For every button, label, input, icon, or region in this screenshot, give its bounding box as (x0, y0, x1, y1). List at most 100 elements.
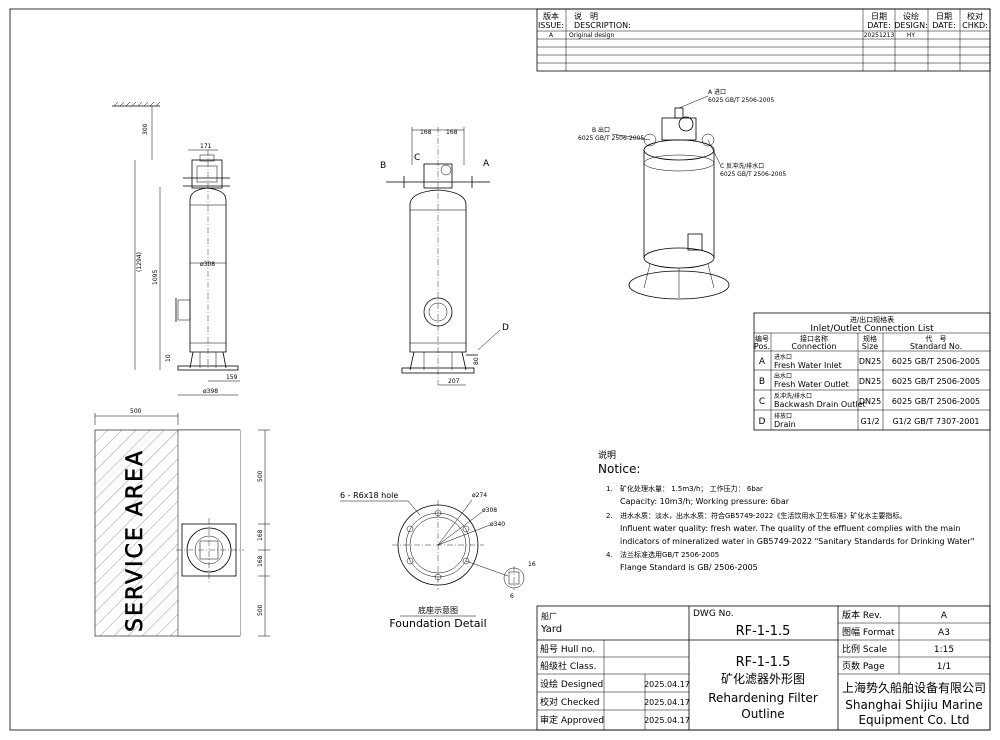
foundation-dim-16: 16 (528, 561, 536, 568)
rev-header-date-cn: 日期 (871, 12, 887, 21)
conn-h-conn-en: Connection (791, 342, 836, 351)
notice-2-en-0: Influent water quality: fresh water. The… (620, 524, 960, 533)
notice-4-num: 4. (606, 551, 613, 559)
side-dim-171: 171 (200, 143, 212, 150)
foundation-hole-label: 6 - R6x18 hole (340, 491, 398, 500)
conn-h-size-cn: 规格 (863, 334, 877, 343)
foundation-title-cn: 底座示意图 (418, 605, 458, 615)
front-label-a: A (483, 159, 490, 169)
front-label-d: D (502, 323, 509, 333)
notice-1-cn: 矿化处理水量： 1.5m3/h； 工作压力： 6bar (620, 484, 763, 493)
tb-page-label: 页数 Page (842, 660, 885, 672)
side-view: 300 (1294) 1095 10 171 ø308 159 ø398 (112, 101, 240, 396)
notice-1-en-0: Capacity: 10m3/h; Working pressure: 6bar (620, 497, 790, 506)
tb-drawing-title-cn: 矿化滤器外形图 (721, 672, 805, 686)
tb-scale-label: 比例 Scale (842, 643, 888, 655)
foundation-dim-6: 6 (510, 593, 514, 600)
conn-row-b-size: DN25 (859, 377, 881, 386)
rev-row-description: Original design (569, 32, 614, 39)
iso-callout-a: A 进口 (708, 88, 726, 96)
tb-checked-label: 校对 Checked (540, 696, 599, 708)
foundation-dim-340: ø340 (490, 521, 505, 528)
side-dim-base: ø398 (203, 388, 218, 395)
front-view: 168 168 B C A D 80 207 (380, 127, 509, 386)
conn-row-c-en: Backwash Drain Outlet (774, 400, 866, 409)
conn-row-c-pos: C (759, 397, 765, 407)
rev-row-date: 20251213 (864, 32, 895, 39)
conn-row-b-std: 6025 GB/T 2506-2005 (892, 377, 980, 386)
plan-dim-168-b: 168 (257, 555, 264, 567)
revision-table: 版本 ISSUE: 说 明 DESCRIPTION: 日期 DATE: 设绘 D… (536, 8, 991, 72)
notice-2-num: 2. (606, 512, 613, 520)
tb-page: 1/1 (937, 662, 951, 672)
side-dim-159: 159 (226, 374, 238, 381)
plan-dim-500-bottom: 500 (257, 604, 264, 616)
title-block: 船厂 Yard 船号 Hull no. 船级社 Class. 设绘 Design… (536, 605, 991, 731)
rev-header-desc-cn: 说 明 (574, 11, 598, 21)
connection-list: 进/出口规格表 Inlet/Outlet Connection List 编号 … (753, 312, 991, 431)
conn-h-pos-en: Pos. (754, 342, 770, 351)
notice-title-cn: 说明 (598, 449, 616, 461)
tb-drawing-no: RF-1-1.5 (736, 655, 791, 670)
tb-approved-label: 审定 Approved (540, 714, 604, 726)
tb-approved-date: 2025.04.17 (644, 716, 690, 725)
tb-company-en-2: Equipment Co. Ltd (858, 713, 969, 727)
iso-callout-a-std: 6025 GB/T 2506-2005 (708, 97, 774, 104)
notice: 说明 Notice: 1. 矿化处理水量： 1.5m3/h； 工作压力： 6ba… (598, 449, 974, 572)
front-dim-168-right: 168 (446, 129, 458, 136)
rev-header-design-cn: 设绘 (903, 11, 919, 21)
tb-dwg-no-label: DWG No. (693, 609, 734, 619)
front-dim-168-left: 168 (420, 129, 432, 136)
tb-format: A3 (938, 628, 950, 638)
tb-company-en-1: Shanghai Shijiu Marine (845, 698, 983, 712)
side-dim-300: 300 (142, 123, 149, 135)
tb-company-cn: 上海势久船舶设备有限公司 (842, 680, 986, 695)
front-dim-207: 207 (448, 378, 460, 385)
tb-class-label: 船级社 Class. (540, 660, 596, 672)
conn-row-a-cn: 进水口 (774, 353, 792, 361)
tb-format-label: 图幅 Format (842, 626, 895, 638)
tb-hull-label: 船号 Hull no. (540, 643, 595, 655)
side-dim-overall: (1294) (136, 252, 143, 272)
rev-row-design: HY (907, 32, 916, 39)
tb-designed-label: 设绘 Designed (540, 678, 603, 690)
rev-header-design-en: DESIGN: (894, 21, 928, 30)
conn-row-c-cn: 反冲洗/排水口 (774, 392, 812, 400)
tb-drawing-title-en-2: Outline (741, 707, 784, 721)
conn-h-size-en: Size (862, 342, 879, 351)
front-label-c: C (414, 153, 420, 163)
foundation-detail: 6 - R6x18 hole ø274 ø308 ø340 16 6 底座示意图… (340, 491, 536, 630)
conn-row-b-cn: 出水口 (774, 372, 792, 380)
conn-row-a-en: Fresh Water Inlet (774, 361, 842, 370)
tb-designed-date: 2025.04.17 (644, 680, 690, 689)
tb-scale: 1:15 (934, 645, 954, 655)
rev-row-issue: A (549, 32, 554, 39)
plan-view: 500 SERVICE AREA 500 168 168 500 (94, 408, 270, 637)
conn-row-c-size: DN25 (859, 397, 881, 406)
foundation-dim-274: ø274 (472, 492, 487, 499)
conn-row-a-pos: A (759, 357, 766, 367)
notice-4-en-0: Flange Standard is GB/ 2506-2005 (620, 563, 758, 572)
notice-2-cn: 进水水质：淡水，出水水质：符合GB5749-2022《生活饮用水卫生标准》矿化水… (620, 511, 906, 520)
rev-header-issue-en: ISSUE: (538, 21, 564, 30)
conn-row-d-en: Drain (774, 420, 796, 429)
conn-row-d-std: G1/2 GB/T 7307-2001 (892, 417, 979, 426)
tb-rev-label: 版本 Rev. (842, 609, 882, 621)
conn-title-en: Inlet/Outlet Connection List (810, 324, 934, 334)
rev-header-chkd-en: CHKD: (962, 21, 988, 30)
rev-header-desc-en: DESCRIPTION: (574, 21, 631, 30)
rev-header-date2-en: DATE: (932, 21, 956, 30)
conn-row-a-size: DN25 (859, 357, 881, 366)
side-dim-bottom: 10 (165, 354, 172, 362)
side-dim-dia: ø308 (200, 261, 215, 268)
iso-callout-c: C 反冲洗/排水口 (720, 162, 764, 170)
conn-row-a-std: 6025 GB/T 2506-2005 (892, 357, 980, 366)
foundation-title-en: Foundation Detail (389, 617, 486, 630)
rev-header-date-en: DATE: (867, 21, 891, 30)
conn-h-std-cn: 代 号 (926, 334, 947, 343)
conn-row-b-en: Fresh Water Outlet (774, 380, 849, 389)
conn-row-d-cn: 排放口 (774, 412, 792, 420)
rev-header-chkd-cn: 校对 (967, 11, 983, 21)
